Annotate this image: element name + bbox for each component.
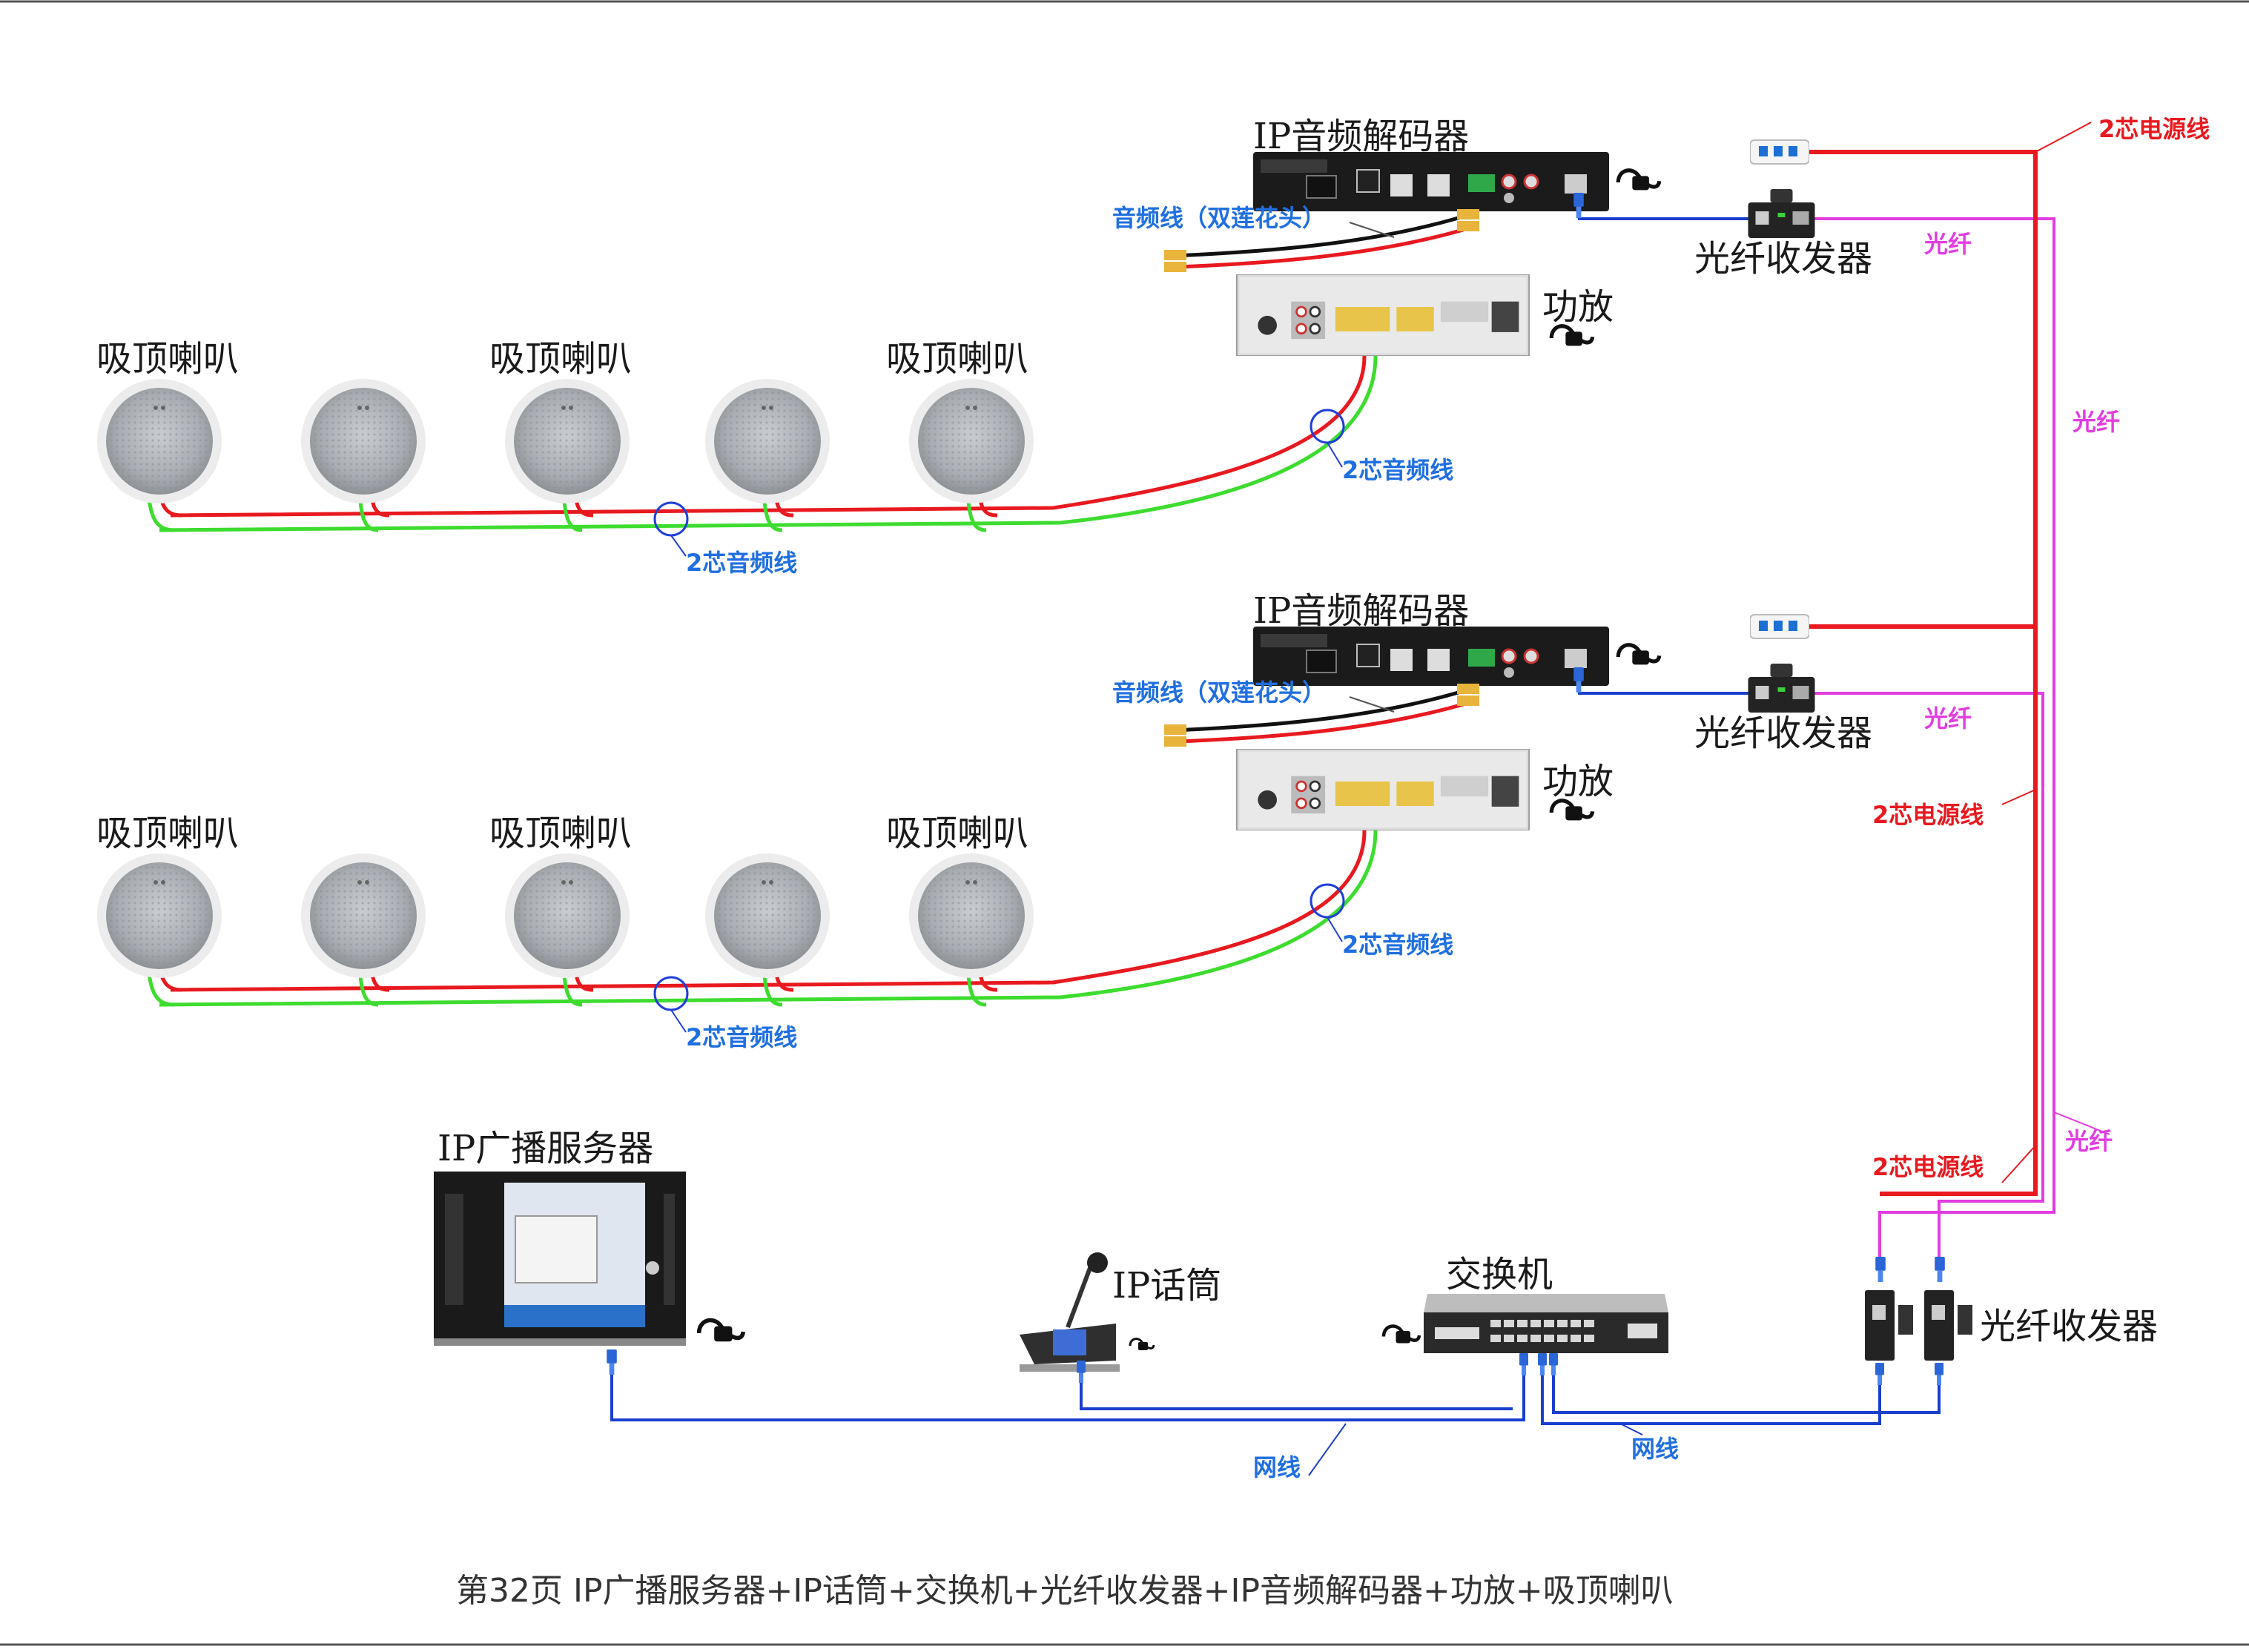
power-label-1: 2芯电源线 xyxy=(2098,115,2210,143)
rj45-icon xyxy=(607,1349,617,1375)
rj45-icon xyxy=(1935,1363,1943,1385)
bottom-transceivers xyxy=(1865,1290,1972,1361)
decoder-1 xyxy=(1253,152,1609,211)
switch-power-plug-icon xyxy=(1384,1326,1419,1343)
fiber-label-2: 光纤 xyxy=(2073,408,2120,436)
amp-2-label: 功放 xyxy=(1542,761,1614,802)
decoder-2-power-plug-icon xyxy=(1618,645,1659,665)
rca-cable-label-2: 音频线（双莲花头） xyxy=(1112,678,1326,707)
amplifier-1 xyxy=(1235,274,1530,356)
audio-2core-label-3: 2芯音频线 xyxy=(1342,931,1453,959)
server-label: IP广播服务器 xyxy=(437,1128,653,1169)
cable-labels: 音频线（双莲花头） 音频线（双莲花头） 2芯音频线 2芯音频线 2芯音频线 2芯… xyxy=(686,115,2210,1481)
network-label-2: 网线 xyxy=(1631,1435,1679,1463)
power-socket-2-icon xyxy=(1750,614,1809,639)
device-labels: IP音频解码器 功放 光纤收发器 IP音频解码器 功放 光纤收发器 吸顶喇叭 吸… xyxy=(96,116,2158,1347)
network-label-1: 网线 xyxy=(1253,1453,1301,1481)
fiber-label-3: 光纤 xyxy=(1924,704,1972,733)
server-power-plug-icon xyxy=(699,1321,744,1342)
rca-cable-label-1: 音频线（双莲花头） xyxy=(1112,204,1326,232)
decoder-2-label: IP音频解码器 xyxy=(1253,590,1469,632)
rj45-icon xyxy=(1875,1363,1884,1385)
rj45-icon xyxy=(1573,193,1584,218)
speaker-cables-group-1 xyxy=(146,355,1378,532)
mic-label: IP话筒 xyxy=(1112,1265,1221,1306)
rj45-icon xyxy=(1519,1353,1528,1375)
rj45-icon xyxy=(1077,1361,1086,1383)
speakers-group-1 xyxy=(97,379,1034,503)
rj45-icon xyxy=(1573,667,1584,693)
speaker-label-5: 吸顶喇叭 xyxy=(489,813,632,854)
fiber-connector-icon xyxy=(1935,1257,1945,1282)
fiber-label-1: 光纤 xyxy=(1924,230,1972,258)
power-lines xyxy=(1809,122,2092,1196)
page-caption: 第32页 IP广播服务器+IP话筒+交换机+光纤收发器+IP音频解码器+功放+吸… xyxy=(456,1572,1674,1610)
fiber-connector-icon xyxy=(1875,1257,1886,1282)
amplifier-1-power-plug-icon xyxy=(1551,326,1592,346)
transceiver-1-label: 光纤收发器 xyxy=(1694,238,1872,280)
amplifier-2 xyxy=(1235,749,1530,830)
callout-circles xyxy=(653,409,1345,1033)
network-switch xyxy=(1424,1294,1668,1353)
speaker-label-4: 吸顶喇叭 xyxy=(96,813,239,854)
decoder-1-power-plug-icon xyxy=(1618,171,1659,191)
rca-plugs-1 xyxy=(1164,209,1479,272)
amplifier-2-power-plug-icon xyxy=(1551,801,1592,821)
rj45-icon xyxy=(1549,1353,1558,1375)
speakers-group-2 xyxy=(97,853,1034,978)
transceiver-2-label: 光纤收发器 xyxy=(1694,713,1872,754)
network-lines xyxy=(610,200,1941,1476)
speaker-label-6: 吸顶喇叭 xyxy=(886,813,1028,854)
transceiver-3-label: 光纤收发器 xyxy=(1980,1306,2158,1347)
power-socket-1-icon xyxy=(1750,139,1809,165)
audio-2core-label-1: 2芯音频线 xyxy=(1342,456,1453,484)
speaker-label-2: 吸顶喇叭 xyxy=(489,338,632,380)
power-label-2: 2芯电源线 xyxy=(1872,801,1984,829)
mic-power-plug-icon xyxy=(1129,1338,1155,1352)
switch-label: 交换机 xyxy=(1446,1254,1553,1295)
speaker-label-3: 吸顶喇叭 xyxy=(886,338,1028,380)
fiber-lines xyxy=(1794,217,2110,1264)
amp-1-label: 功放 xyxy=(1542,286,1614,328)
ip-microphone xyxy=(1020,1252,1120,1372)
rj45-icon xyxy=(1538,1353,1547,1375)
fiber-label-4: 光纤 xyxy=(2065,1127,2113,1155)
speaker-label-1: 吸顶喇叭 xyxy=(96,338,239,380)
decoder-2 xyxy=(1253,627,1609,686)
rca-plugs-2 xyxy=(1164,684,1479,747)
transceiver-2 xyxy=(1748,664,1815,713)
decoder-1-label: IP音频解码器 xyxy=(1253,116,1469,157)
rca-cables xyxy=(1171,213,1476,744)
audio-2core-label-4: 2芯音频线 xyxy=(686,1023,797,1051)
audio-2core-label-2: 2芯音频线 xyxy=(686,549,797,577)
transceiver-1 xyxy=(1748,189,1815,238)
ip-broadcast-server xyxy=(434,1172,686,1346)
power-label-3: 2芯电源线 xyxy=(1872,1153,1984,1181)
